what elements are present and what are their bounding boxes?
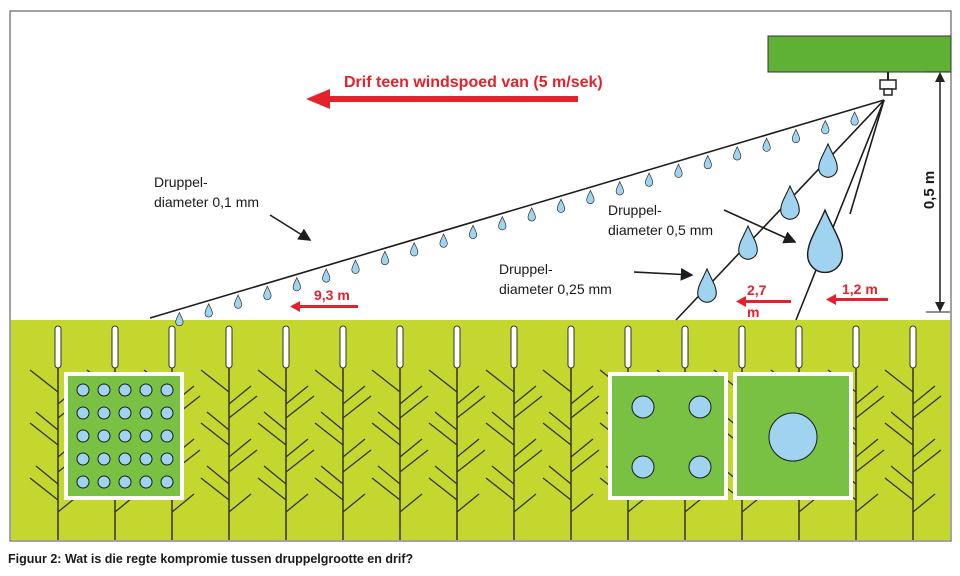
coverage-dot bbox=[118, 383, 132, 397]
medium-label-pointer bbox=[633, 268, 694, 281]
svg-text:2,7: 2,7 bbox=[747, 282, 767, 298]
coverage-large bbox=[733, 372, 853, 500]
plant bbox=[314, 325, 372, 540]
coverage-dot bbox=[688, 455, 712, 479]
coverage-dot bbox=[160, 452, 174, 466]
svg-text:Druppel-: Druppel- bbox=[154, 174, 208, 190]
coverage-dot bbox=[118, 452, 132, 466]
coverage-dot bbox=[139, 429, 153, 443]
figure-caption: Figuur 2: Wat is die regte kompromie tus… bbox=[8, 552, 414, 566]
coverage-dot bbox=[76, 475, 90, 489]
coverage-dot bbox=[139, 475, 153, 489]
coverage-dot bbox=[631, 395, 655, 419]
coverage-dot bbox=[160, 475, 174, 489]
svg-text:1,2 m: 1,2 m bbox=[842, 281, 878, 297]
coverage-dot bbox=[118, 406, 132, 420]
coverage-dot bbox=[139, 383, 153, 397]
coverage-dot bbox=[139, 452, 153, 466]
svg-text:diameter 0,25 mm: diameter 0,25 mm bbox=[499, 281, 612, 297]
coverage-dot bbox=[688, 395, 712, 419]
coverage-medium bbox=[608, 372, 728, 500]
plant bbox=[200, 325, 258, 540]
svg-text:diameter 0,1 mm: diameter 0,1 mm bbox=[154, 194, 259, 210]
coverage-dot bbox=[631, 455, 655, 479]
nozzle-icon bbox=[879, 72, 897, 96]
small-droplet-label: Druppel- diameter 0,1 mm bbox=[154, 174, 259, 210]
drift-large: 1,2 m bbox=[826, 281, 888, 305]
coverage-dot bbox=[76, 406, 90, 420]
plant bbox=[428, 325, 486, 540]
plant bbox=[371, 325, 429, 540]
coverage-dot bbox=[97, 383, 111, 397]
coverage-dot bbox=[76, 452, 90, 466]
wind-arrow bbox=[306, 89, 578, 109]
drift-small: 9,3 m bbox=[290, 287, 358, 312]
coverage-dot bbox=[118, 475, 132, 489]
plant bbox=[257, 325, 315, 540]
medium-droplet-label: Druppel- diameter 0,25 mm bbox=[499, 261, 612, 297]
coverage-dot bbox=[76, 429, 90, 443]
svg-text:Druppel-: Druppel- bbox=[499, 261, 553, 277]
coverage-dot bbox=[160, 383, 174, 397]
coverage-dot bbox=[97, 406, 111, 420]
plant bbox=[542, 325, 600, 540]
wind-label: Drif teen windspoed van (5 m/sek) bbox=[344, 74, 603, 91]
coverage-dot bbox=[97, 452, 111, 466]
coverage-dot bbox=[160, 406, 174, 420]
height-label: 0,5 m bbox=[921, 171, 938, 209]
coverage-dot bbox=[768, 412, 818, 462]
plant bbox=[884, 325, 942, 540]
plant bbox=[485, 325, 543, 540]
coverage-dot bbox=[139, 406, 153, 420]
coverage-dot bbox=[97, 475, 111, 489]
svg-text:diameter 0,5 mm: diameter 0,5 mm bbox=[608, 222, 713, 238]
small-label-pointer bbox=[269, 214, 312, 241]
large-droplet-label: Druppel- diameter 0,5 mm bbox=[608, 202, 713, 238]
height-dimension bbox=[926, 71, 950, 313]
coverage-small bbox=[64, 372, 184, 500]
coverage-dot bbox=[118, 429, 132, 443]
drift-medium: 2,7 m bbox=[736, 282, 791, 320]
coverage-dot bbox=[97, 429, 111, 443]
svg-text:9,3 m: 9,3 m bbox=[314, 287, 350, 303]
coverage-dot bbox=[76, 383, 90, 397]
svg-text:m: m bbox=[747, 304, 759, 320]
large-label-pointer bbox=[723, 209, 797, 244]
coverage-dot bbox=[160, 429, 174, 443]
sprayer-boom bbox=[767, 35, 952, 73]
svg-text:Druppel-: Druppel- bbox=[608, 202, 662, 218]
